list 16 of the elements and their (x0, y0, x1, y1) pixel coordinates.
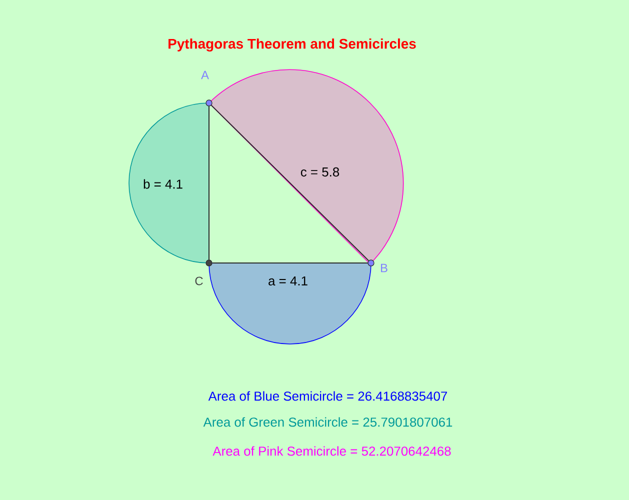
side-label: c = 5.8 (300, 167, 340, 177)
side-label: b = 4.1 (144, 179, 182, 189)
point-marker (206, 260, 212, 266)
point-marker (368, 260, 374, 266)
area-text: Area of Blue Semicircle = 26.4168835407 (208, 391, 447, 401)
side-label: a = 4.1 (268, 276, 308, 286)
point-label: A (201, 70, 209, 80)
title: Pythagoras Theorem and Semicircles (168, 38, 416, 52)
area-text: Area of Green Semicircle = 25.7901807061 (203, 417, 452, 427)
triangle-side (212, 262, 368, 264)
triangle-side (210, 104, 370, 262)
point-label: B (381, 264, 388, 272)
point-label: C (195, 276, 203, 286)
triangle-side (208, 106, 210, 260)
point-marker (206, 100, 212, 106)
area-text: Area of Pink Semicircle = 52.2070642468 (212, 446, 451, 456)
